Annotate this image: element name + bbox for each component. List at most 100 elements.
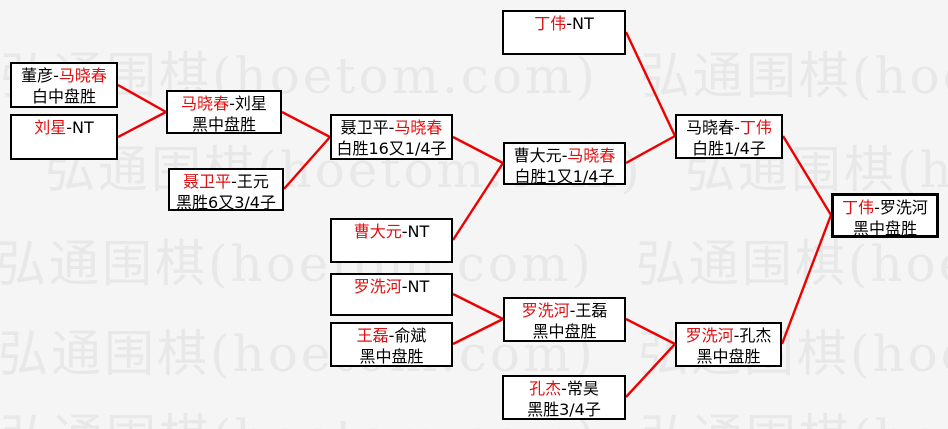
player-separator: -	[66, 118, 73, 137]
match-result: 白中盘胜	[31, 87, 96, 106]
match-box: 丁伟-罗洗河 黑中盘胜	[831, 193, 939, 238]
player-name-winner-or-first: 马晓春	[686, 118, 735, 137]
match-result: 白胜1/4子	[692, 139, 766, 158]
player-separator: -	[401, 277, 408, 296]
match-players: 孔杰-常昊	[504, 379, 624, 400]
player-separator: -	[388, 326, 395, 345]
match-result: 黑中盘胜	[852, 219, 917, 238]
watermark-text: 弘通围棋(hoetom.com)	[0, 325, 596, 383]
watermark-row: 弘通围棋(hoetom.com) 弘通围棋(hoetom.com)	[0, 224, 948, 296]
player-separator: -	[569, 301, 576, 320]
match-players: 罗洗河-NT	[332, 277, 451, 298]
match-result-line: 白中盘胜	[12, 87, 116, 108]
match-result-line: 黑胜6又3/4子	[170, 193, 282, 214]
connector-line	[452, 135, 504, 165]
match-box: 马晓春-丁伟 白胜1/4子	[675, 114, 783, 159]
match-box: 曹大元-NT	[330, 218, 453, 263]
match-players: 丁伟-罗洗河	[834, 198, 936, 219]
match-result-line: 白胜1又1/4子	[505, 167, 624, 188]
match-result: 白胜1又1/4子	[514, 167, 615, 186]
match-players: 马晓春-丁伟	[677, 118, 781, 139]
player-name-second: 罗洗河	[879, 198, 928, 217]
match-players: 罗洗河-王磊	[505, 301, 624, 322]
player-name-second: 丁伟	[739, 118, 772, 137]
player-name-winner-or-first: 罗洗河	[685, 326, 734, 345]
connector-line	[451, 162, 505, 241]
match-result-line	[504, 35, 624, 56]
match-result: 黑胜6又3/4子	[176, 193, 276, 212]
player-name-winner-or-first: 聂卫平	[340, 118, 389, 137]
player-name-winner-or-first: 王磊	[356, 326, 389, 345]
player-name-second: 刘星	[234, 94, 267, 113]
match-result-line: 白胜16又1/4子	[332, 139, 451, 160]
match-result-line	[12, 139, 116, 160]
match-box: 董彦-马晓春 白中盘胜	[10, 62, 118, 108]
player-name-second: NT	[407, 277, 430, 296]
match-box: 曹大元-马晓春 白胜1又1/4子	[503, 142, 626, 188]
player-separator: -	[561, 379, 567, 398]
match-players: 王磊-俞斌	[332, 326, 451, 347]
match-result-line: 黑胜3/4子	[504, 400, 624, 421]
player-name-second: 马晓春	[394, 118, 443, 137]
player-name-winner-or-first: 聂卫平	[183, 172, 232, 191]
match-players: 聂卫平-马晓春	[332, 118, 451, 139]
connector-line	[452, 292, 504, 321]
player-separator: -	[874, 198, 880, 217]
player-name-second: NT	[72, 118, 94, 137]
match-result-line	[332, 298, 451, 319]
player-separator: -	[566, 14, 573, 33]
connector-line	[780, 214, 833, 345]
match-box: 孔杰-常昊 黑胜3/4子	[502, 375, 626, 420]
player-name-winner-or-first: 孔杰	[529, 379, 562, 398]
player-separator: -	[53, 66, 59, 85]
watermark-text: 弘通围棋(hoetom.com)	[0, 409, 598, 429]
connector-line	[117, 83, 167, 114]
player-name-second: NT	[407, 222, 430, 241]
player-name-winner-or-first: 曹大元	[353, 222, 402, 241]
match-players: 丁伟-NT	[504, 14, 624, 35]
player-separator: -	[561, 146, 568, 165]
watermark-text: 弘通围棋(hoetom.com)	[640, 409, 948, 429]
connector-line	[625, 317, 676, 346]
match-box: 丁伟-NT	[502, 10, 626, 55]
player-name-second: NT	[572, 14, 594, 33]
player-separator: -	[229, 94, 235, 113]
match-result: 黑胜3/4子	[527, 400, 601, 419]
match-box: 聂卫平-王元 黑胜6又3/4子	[168, 168, 284, 214]
player-name-winner-or-first: 丁伟	[842, 198, 875, 217]
match-result: 白胜16又1/4子	[336, 139, 447, 158]
connector-line	[781, 135, 833, 216]
match-result-line: 黑中盘胜	[168, 115, 280, 136]
connector-line	[625, 343, 676, 398]
match-box: 罗洗河-孔杰 黑中盘胜	[675, 322, 782, 367]
player-separator: -	[401, 222, 408, 241]
player-name-winner-or-first: 刘星	[34, 118, 67, 137]
player-name-winner-or-first: 丁伟	[534, 14, 567, 33]
player-name-winner-or-first: 曹大元	[513, 146, 562, 165]
match-players: 马晓春-刘星	[168, 94, 280, 115]
match-result-line: 黑中盘胜	[332, 347, 451, 368]
connector-line	[281, 110, 331, 139]
watermark-text: 弘通围棋(hoetom.com)	[635, 235, 948, 293]
watermark-text: 弘通围棋(hoetom.com)	[639, 47, 948, 105]
watermark-row: 弘通围棋(hoetom.com) 弘通围棋(hoetom.com)	[0, 398, 948, 429]
player-separator: -	[231, 172, 237, 191]
match-result-line: 白胜1/4子	[677, 139, 781, 160]
match-players: 聂卫平-王元	[170, 172, 282, 193]
match-box: 马晓春-刘星 黑中盘胜	[166, 90, 282, 134]
match-result: 黑中盘胜	[532, 322, 597, 341]
player-name-winner-or-first: 董彦	[21, 66, 54, 85]
match-result: 黑中盘胜	[359, 347, 424, 366]
player-name-second: 孔杰	[739, 326, 772, 345]
match-box: 罗洗河-NT	[330, 273, 453, 316]
match-result: 黑中盘胜	[696, 347, 761, 366]
match-result-line: 黑中盘胜	[677, 347, 780, 368]
player-name-second: 王元	[236, 172, 269, 191]
player-name-second: 常昊	[566, 379, 599, 398]
watermark-text: 弘通围棋(hoetom.com)	[0, 235, 594, 293]
match-players: 董彦-马晓春	[12, 66, 116, 87]
connector-line	[624, 31, 677, 137]
match-result: 黑中盘胜	[191, 115, 256, 134]
